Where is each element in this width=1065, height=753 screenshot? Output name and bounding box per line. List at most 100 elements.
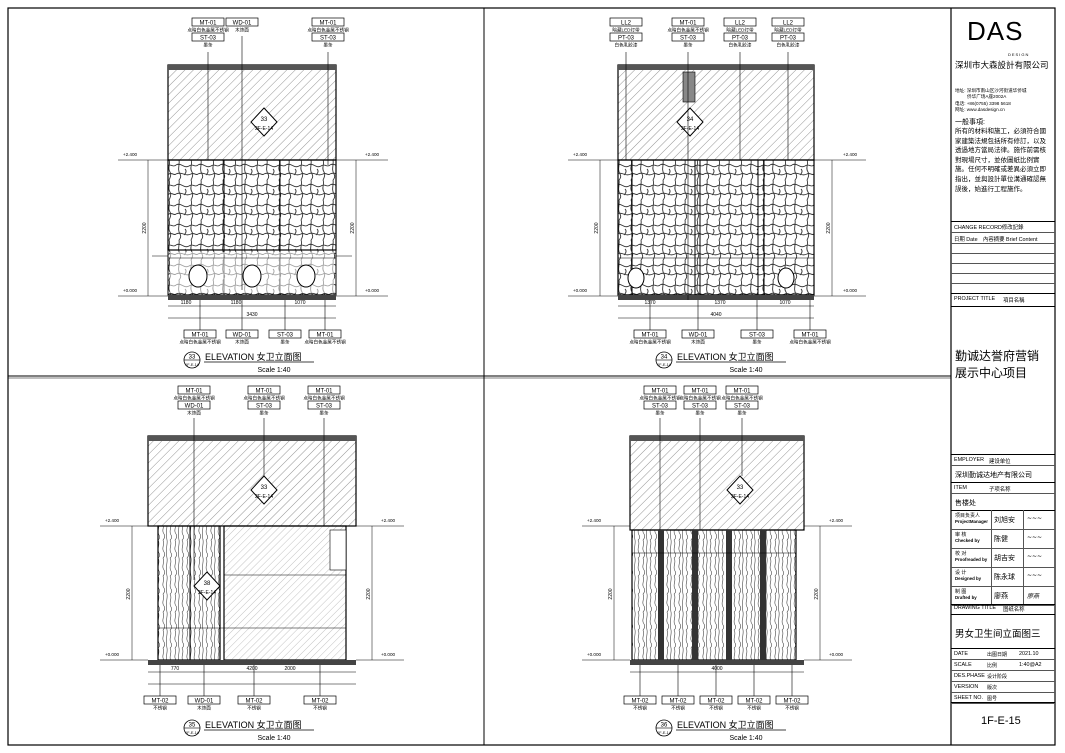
material-desc: 墨条 [319,410,329,416]
dimension-label: 2200 [594,222,600,233]
material-code: MT-01 [679,20,697,26]
meta-key: VERSION [954,684,979,690]
view-sheet-ref: 1F-E-14 [185,363,199,367]
material-desc: 墨条 [203,42,213,48]
dimension-label: 1180 [231,300,242,306]
sheet-number: 1F-E-15 [981,715,1021,727]
role-cn: 项目负责人 [955,513,981,519]
role-en: Proofreaded by [955,557,988,562]
meta-key: DATE [954,651,968,657]
material-code: MT-02 [311,698,329,704]
material-desc: 不锈钢 [747,705,761,712]
meta-key-cn: 版次 [987,685,998,691]
material-desc: 白色乳胶漆 [777,42,800,49]
material-desc: 点暗白色金属不锈钢 [789,339,831,346]
material-code: MT-01 [651,388,669,394]
material-code: MT-01 [641,332,659,338]
material-code: ST-03 [256,403,273,409]
view-title-text: ELEVATION 女卫立面图 [677,719,774,730]
dimension-label: 2200 [142,222,148,233]
dimension-label: 4200 [246,666,257,672]
material-desc: 不锈钢 [313,705,327,712]
level-label: +2.400 [843,152,858,157]
dimension-label: 2200 [608,588,614,599]
dimension-label: 2200 [126,588,132,599]
material-code: MT-02 [707,698,725,704]
level-label: +2.400 [381,518,396,523]
material-desc: 点暗白色金属不锈钢 [304,339,346,346]
material-desc: 木饰面 [235,27,249,34]
material-desc: 墨条 [752,339,762,345]
material-code: MT-01 [199,20,217,26]
material-code: PT-03 [618,35,635,41]
level-label: +2.400 [573,152,588,157]
view-number: 35 [189,723,196,729]
role-name: 胡吉安 [994,555,1015,562]
dimension-label: 3430 [246,312,257,318]
view-scale: Scale 1:40 [729,735,762,742]
view-sheet-ref: 1F-E-14 [657,363,671,367]
meta-key-cn: 出图日期 [987,652,1008,658]
dimension-label: 1370 [644,300,655,306]
role-name: 陈永球 [994,574,1015,581]
logo-subtitle: DESIGN [1008,52,1030,57]
view-scale: Scale 1:40 [729,367,762,374]
level-label: +2.400 [829,518,844,523]
material-code: MT-02 [745,698,763,704]
meta-key-cn: 设计阶段 [987,674,1008,680]
project-title-cn: 項目名稱 [1003,298,1025,304]
role-cn: 审 核 [955,532,967,538]
material-code: MT-01 [801,332,819,338]
svg-text:2F-E-14: 2F-E-14 [255,126,273,132]
level-label: +0.000 [381,652,396,657]
dimension-label: 770 [171,666,180,672]
svg-text:33: 33 [737,485,744,491]
role-en: Designed by [955,576,982,581]
material-code: ST-03 [680,35,697,41]
meta-value: 1:40@A2 [1019,662,1042,668]
role-name: 陈健 [994,536,1008,543]
material-desc: 木饰面 [187,410,201,417]
view-title-text: ELEVATION 女卫立面图 [677,351,774,362]
material-desc: 暗藏LED灯带 [726,27,754,34]
view-sheet-ref: 1F-E-14 [185,731,199,735]
material-desc: 点暗白色金属不锈钢 [187,27,229,34]
material-desc: 点暗白色金属不锈钢 [173,395,215,402]
elevation-view-33: 33 2F-E-14 [118,36,388,330]
material-desc: 墨条 [737,410,747,416]
title-block: DAS DESIGN 深圳市大森設計有限公司 地址: 深圳市南山区沙河街道华侨城… [951,8,1055,745]
level-label: +0.000 [829,652,844,657]
level-label: +0.000 [573,288,588,293]
meta-key: SCALE [954,662,972,668]
material-code: WD-01 [233,332,252,338]
project-title-label: PROJECT TITLE [954,296,996,302]
elevation-view-35: 33 2F-E-14 38 2F-E-14 [100,418,404,696]
item-cn: 子项名称 [989,487,1011,493]
role-signature: ~~~ [1027,515,1043,522]
change-col-content: 內容摘要 Brief Content [983,237,1038,243]
material-code: PT-03 [732,35,749,41]
level-label: +2.400 [123,152,138,157]
material-code: LL2 [783,20,794,26]
material-desc: 白色乳胶漆 [615,42,638,49]
material-code: MT-01 [319,20,337,26]
